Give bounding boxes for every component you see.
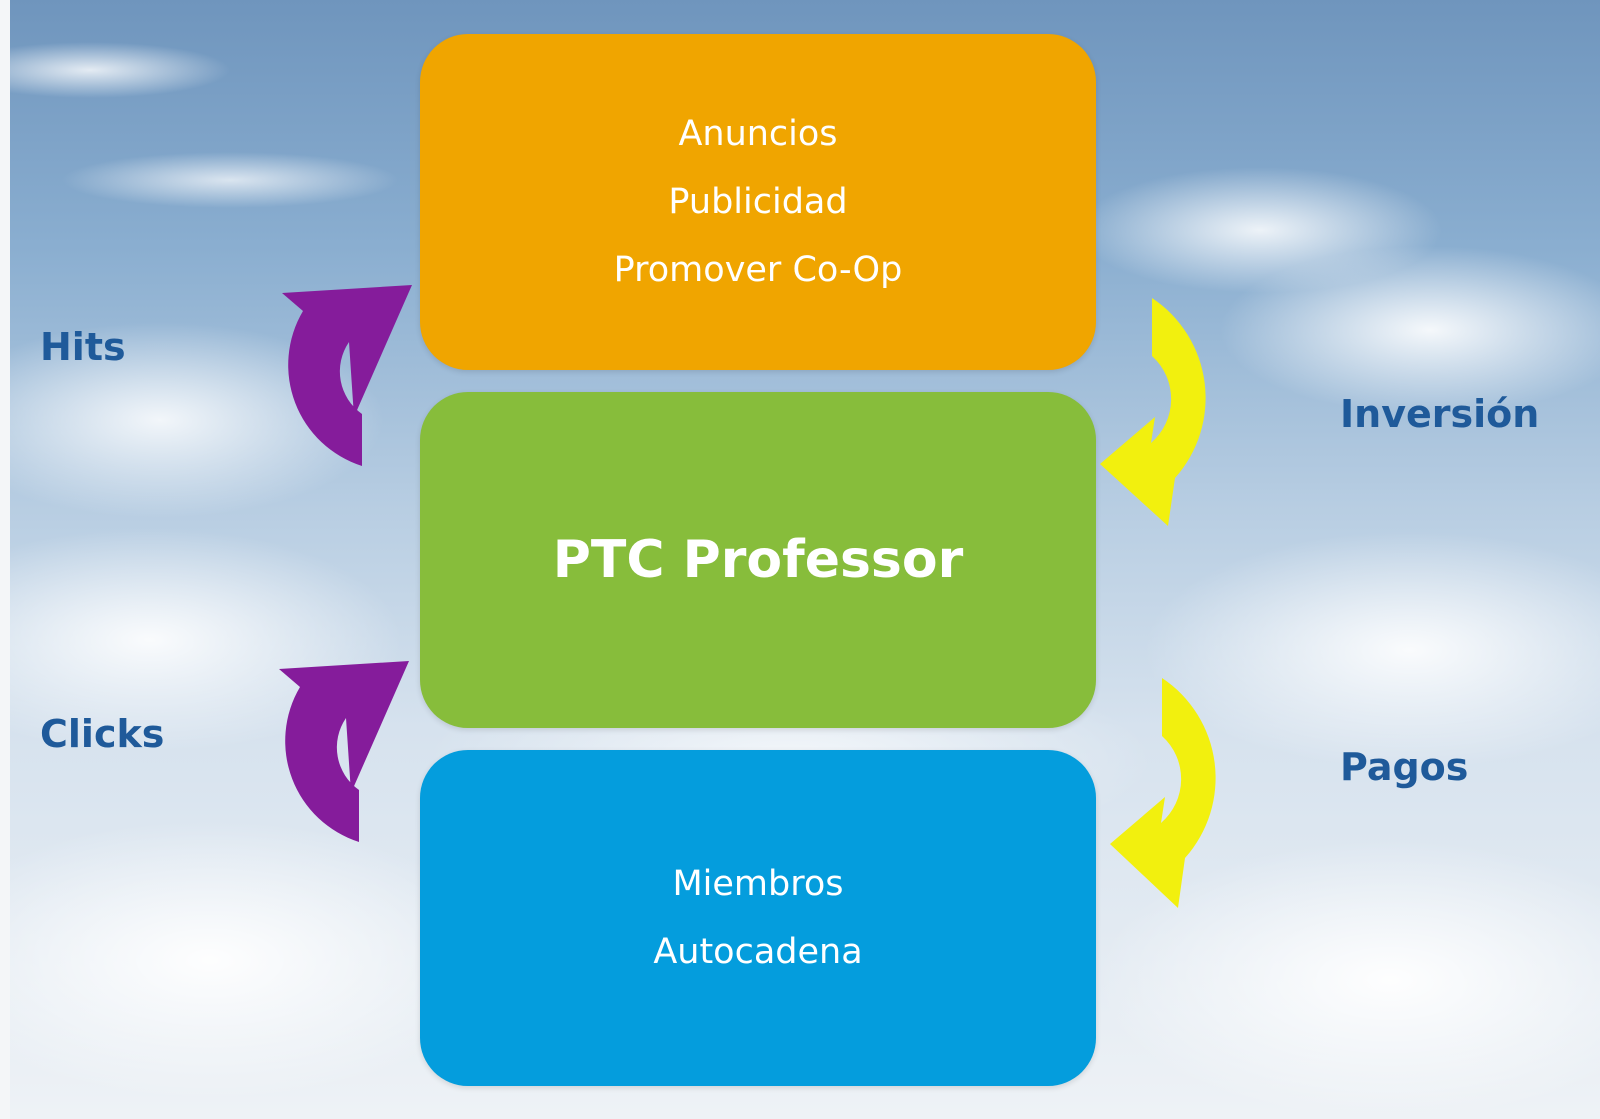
clicks-curved-arrow: [279, 661, 409, 842]
ptc-professor-title: PTC Professor: [552, 530, 964, 590]
inversion-label: Inversión: [1340, 392, 1540, 436]
box-line-promover: Promover Co-Op: [613, 250, 903, 290]
arrows-layer: [279, 285, 1216, 908]
hits-curved-arrow: [282, 285, 412, 466]
pagos-label: Pagos: [1340, 745, 1469, 789]
box-line-publicidad: Publicidad: [668, 182, 848, 222]
clicks-label: Clicks: [40, 712, 165, 756]
members-box: Miembros Autocadena: [420, 750, 1096, 1086]
box-line-anuncios: Anuncios: [678, 114, 838, 154]
inversion-curved-arrow: [1100, 298, 1206, 526]
cloud-sky-background: Anuncios Publicidad Promover Co-Op PTC P…: [10, 0, 1600, 1119]
box-line-autocadena: Autocadena: [653, 932, 863, 972]
box-line-miembros: Miembros: [672, 864, 844, 904]
hits-label: Hits: [40, 325, 126, 369]
advertising-box: Anuncios Publicidad Promover Co-Op: [420, 34, 1096, 370]
pagos-curved-arrow: [1110, 678, 1216, 908]
ptc-professor-box: PTC Professor: [420, 392, 1096, 728]
